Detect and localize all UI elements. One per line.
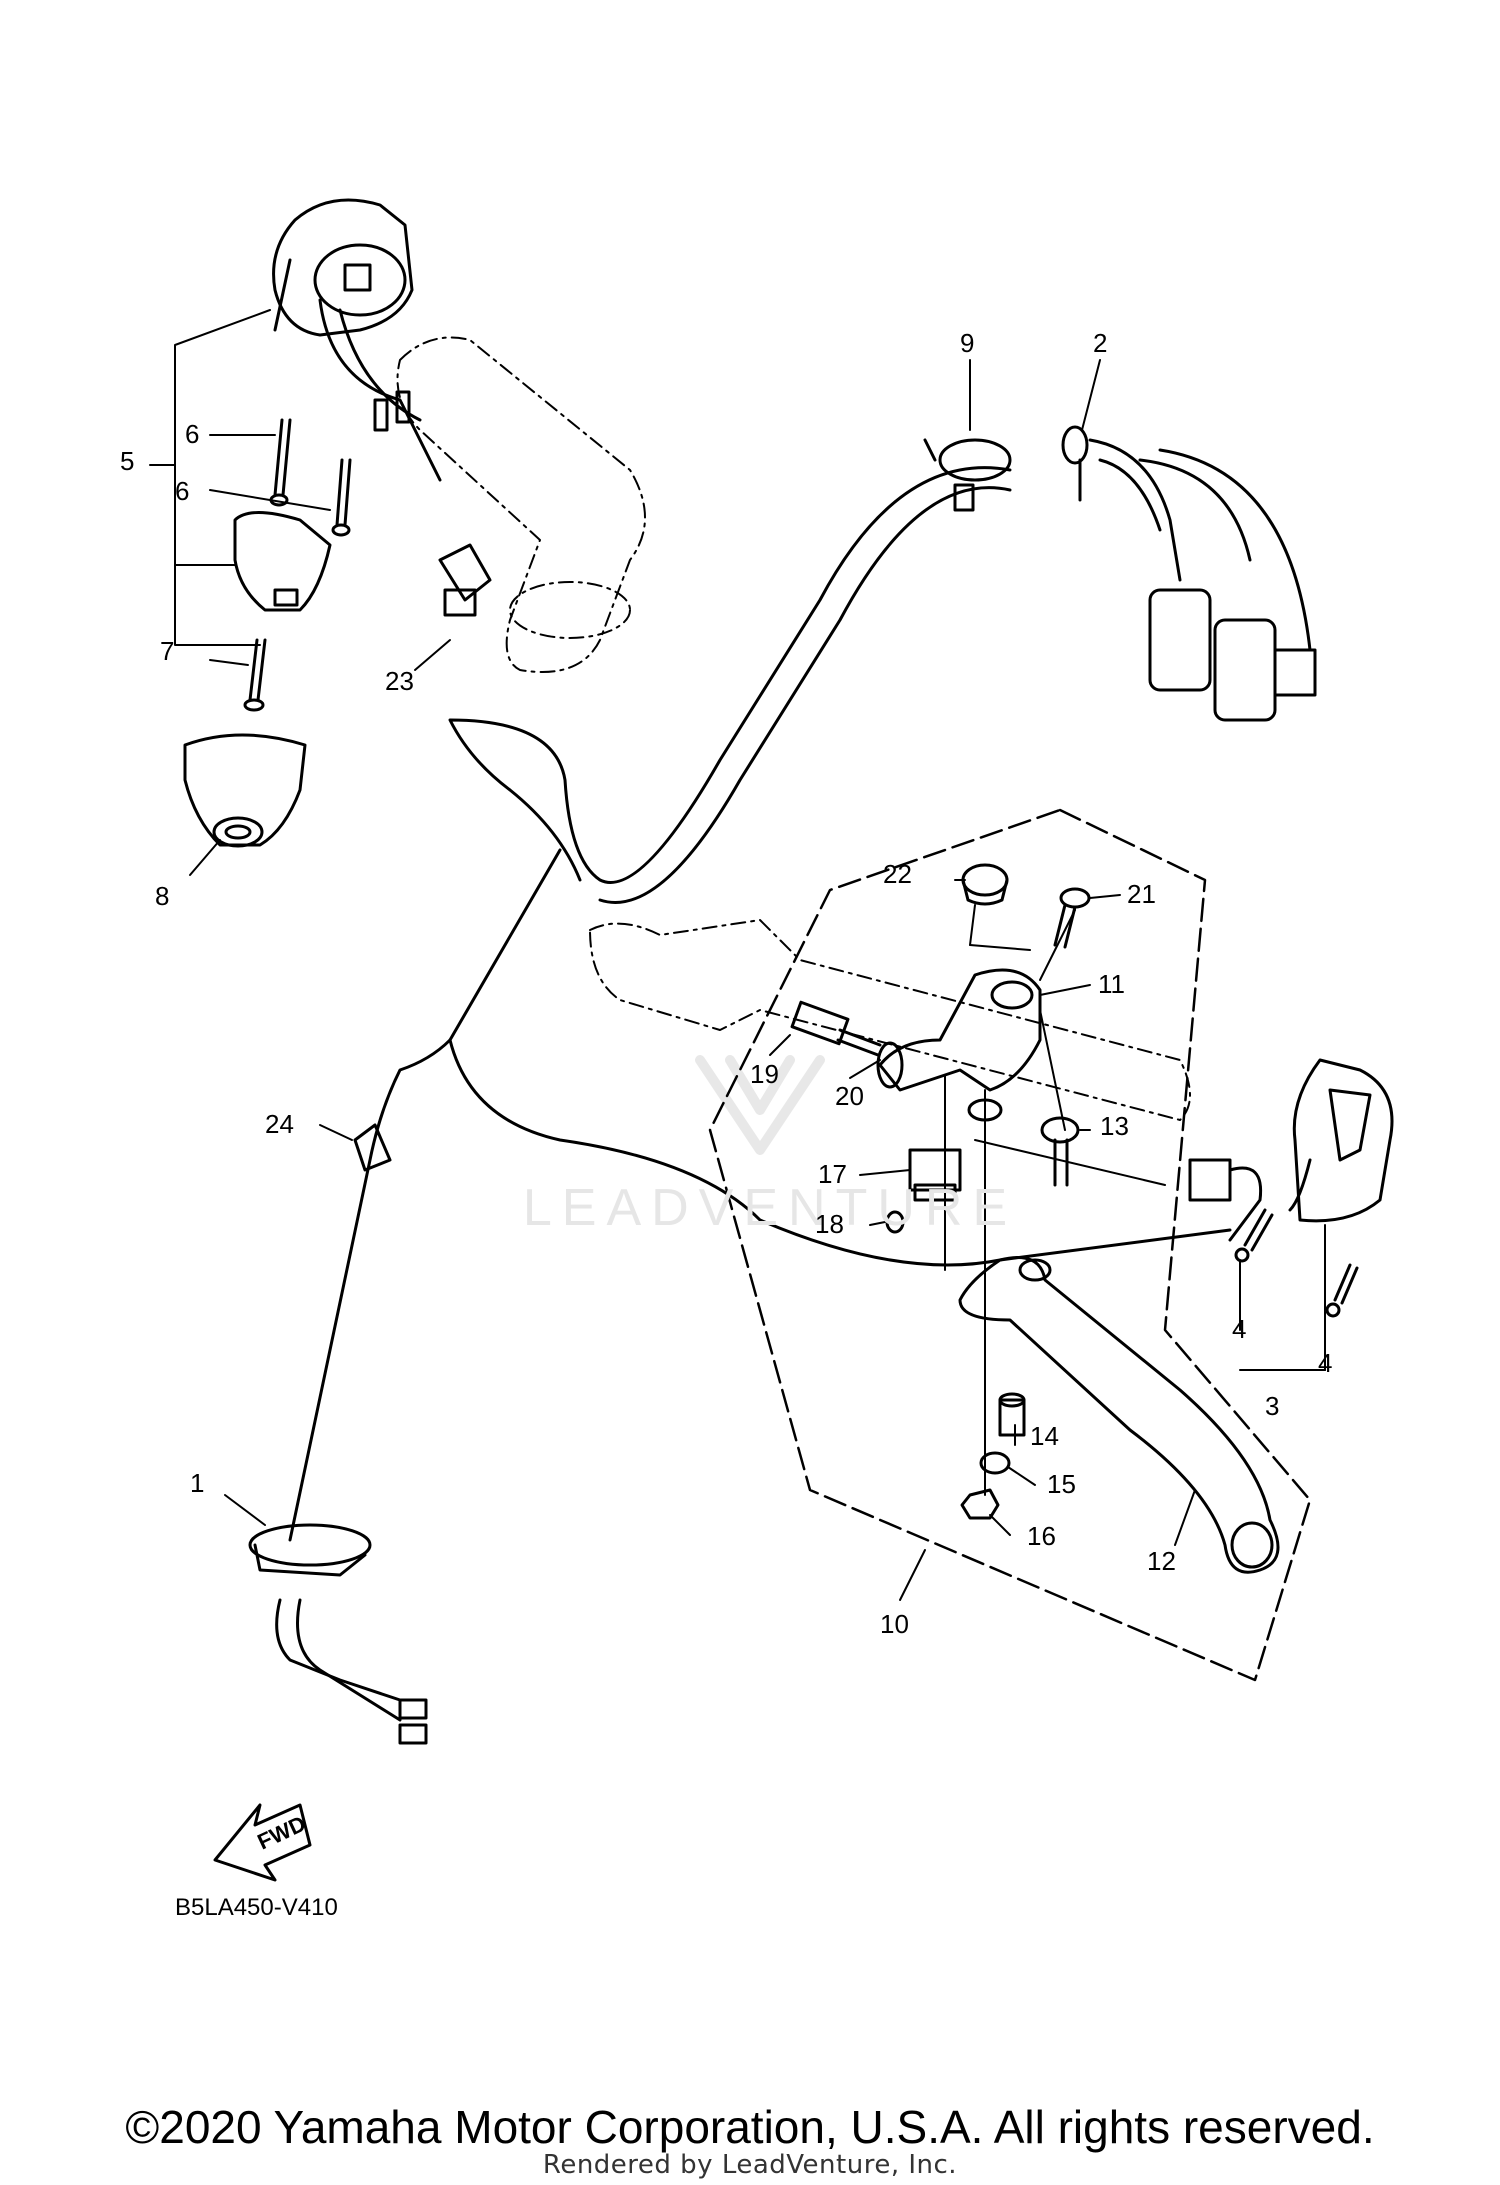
callout-9: 9 (960, 328, 974, 358)
callout-11: 11 (1098, 969, 1125, 999)
callout-17: 17 (818, 1159, 847, 1189)
cap-22 (961, 863, 1009, 906)
callout-3: 3 (1265, 1391, 1279, 1421)
callout-24: 24 (265, 1109, 294, 1139)
callout-4-left: 4 (1232, 1314, 1246, 1344)
screw-6-lower (331, 458, 352, 537)
screw-7 (243, 638, 267, 712)
callout-2: 2 (1093, 328, 1107, 358)
bolt-13 (1040, 1116, 1080, 1187)
callout-19: 19 (750, 1059, 779, 1089)
collar-14 (998, 1392, 1026, 1437)
clutch-bar-outline (589, 919, 1191, 1121)
clamp-2 (1061, 425, 1089, 502)
wire-to-switch-1 (288, 848, 562, 1542)
callout-12: 12 (1147, 1546, 1176, 1576)
callout-15: 15 (1047, 1469, 1076, 1499)
screw-18 (885, 1210, 905, 1234)
spring-20 (876, 1041, 904, 1089)
wire-junction (448, 1038, 1232, 1267)
callout-22: 22 (883, 859, 912, 889)
switch-3 (1288, 1058, 1394, 1223)
screw-4-left (1234, 1208, 1274, 1263)
callout-20: 20 (835, 1081, 864, 1111)
leader-lines-left (149, 309, 451, 876)
callout-16: 16 (1027, 1521, 1056, 1551)
callout-14: 14 (1030, 1421, 1059, 1451)
callout-6-lower: 6 (175, 476, 189, 506)
cover-8 (183, 733, 307, 848)
lever-12 (958, 1256, 1280, 1574)
callout-6-upper: 6 (185, 419, 199, 449)
callout-4-right: 4 (1318, 1348, 1332, 1378)
switch-connector (1188, 1158, 1263, 1242)
small-connectors (373, 390, 411, 432)
callout-leaders (224, 359, 1196, 1601)
washer-15 (979, 1451, 1011, 1475)
callout-5: 5 (120, 446, 134, 476)
switch-wire (318, 298, 442, 482)
switch-wire-2 (338, 308, 422, 422)
diagram-code: B5LA450-V410 (175, 1894, 338, 1921)
fwd-arrow-icon (213, 1803, 312, 1882)
right-switch-housing (272, 198, 414, 337)
assembly-leaders (944, 904, 1326, 1496)
screw-4-right (1325, 1263, 1359, 1318)
main-cable-inner (598, 486, 1012, 904)
callout-18: 18 (815, 1209, 844, 1239)
callout-10: 10 (880, 1609, 909, 1639)
callout-13: 13 (1100, 1111, 1129, 1141)
callout-7: 7 (160, 636, 174, 666)
main-cable (448, 466, 1012, 884)
throttle-grip-outline (396, 336, 646, 673)
assembly-boundary (708, 808, 1312, 1682)
clip-24 (353, 1123, 392, 1172)
rendered-by-notice: Rendered by LeadVenture, Inc. (542, 2150, 958, 2180)
cable-ends (1088, 438, 1317, 722)
connector-23 (438, 543, 492, 617)
watermark-text: LEADVENTURE (523, 1179, 1017, 1237)
clutch-switch-1 (248, 1523, 428, 1745)
copyright-notice: ©2020 Yamaha Motor Corporation, U.S.A. A… (125, 2101, 1375, 2153)
lever-holder-11 (878, 968, 1042, 1122)
callout-23: 23 (385, 666, 414, 696)
clamp-9 (923, 438, 1012, 512)
adjuster-19 (790, 1000, 882, 1057)
callout-8: 8 (155, 881, 169, 911)
watermark-logo (695, 1055, 825, 1155)
callout-21: 21 (1127, 879, 1156, 909)
callout-1: 1 (190, 1468, 204, 1498)
screw-6-upper (269, 418, 292, 507)
switch-lower-cover (233, 511, 332, 612)
nut-16 (960, 1488, 1000, 1520)
